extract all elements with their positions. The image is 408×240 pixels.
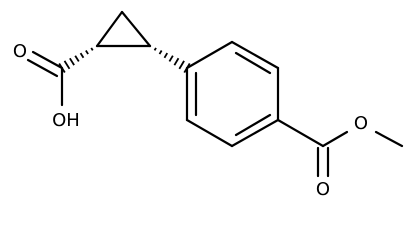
- wedge-hash-line: [158, 50, 163, 55]
- ester-carbonyl-oxygen-label: O: [316, 179, 330, 200]
- ester-carbon-bond: [276, 118, 325, 148]
- ring-bond-5: [185, 118, 234, 148]
- wedge-hash-line: [173, 57, 180, 66]
- ester-oxygen-label: O: [354, 113, 368, 134]
- methyl-ester-group: O O: [276, 113, 404, 200]
- wedge-hash-line: [153, 47, 157, 51]
- wedge-hash-line: [163, 52, 169, 59]
- ester-methyl-bond: [374, 130, 404, 148]
- wedge-hash-line: [90, 47, 94, 51]
- ring-inner-bond-a: [234, 51, 272, 75]
- chemical-structure: O OH O O: [13, 10, 404, 200]
- wedge-hash-line: [168, 55, 174, 62]
- ring-bond-1: [185, 40, 234, 70]
- ring-bond-4: [230, 118, 280, 148]
- ring-bond-2: [230, 40, 280, 70]
- wedge-hash-line: [85, 50, 89, 55]
- wedge-hash-line: [74, 55, 80, 62]
- ring-bond-top-left: [95, 10, 124, 48]
- ring-inner-bond-b: [234, 113, 272, 137]
- acid-carbonyl-bond-b: [26, 58, 59, 78]
- hashed-wedge-to-aryl: [153, 47, 191, 74]
- acid-carbonyl-bond-a: [31, 50, 64, 70]
- carboxylic-acid-group: O OH: [13, 41, 80, 131]
- cyclopropane-ring: [95, 10, 152, 48]
- ester-oxygen-bond: [321, 130, 349, 148]
- wedge-hash-line: [69, 57, 75, 66]
- wedge-hash-line: [63, 60, 71, 70]
- acid-carbonyl-oxygen-label: O: [13, 41, 27, 62]
- wedge-hash-line: [178, 60, 185, 70]
- wedge-hash-line: [79, 52, 85, 59]
- acid-hydroxyl-label: OH: [52, 110, 80, 131]
- ring-bond-top-right: [120, 10, 152, 48]
- benzene-ring: [185, 40, 280, 148]
- hashed-wedge-to-carboxyl: [58, 47, 94, 73]
